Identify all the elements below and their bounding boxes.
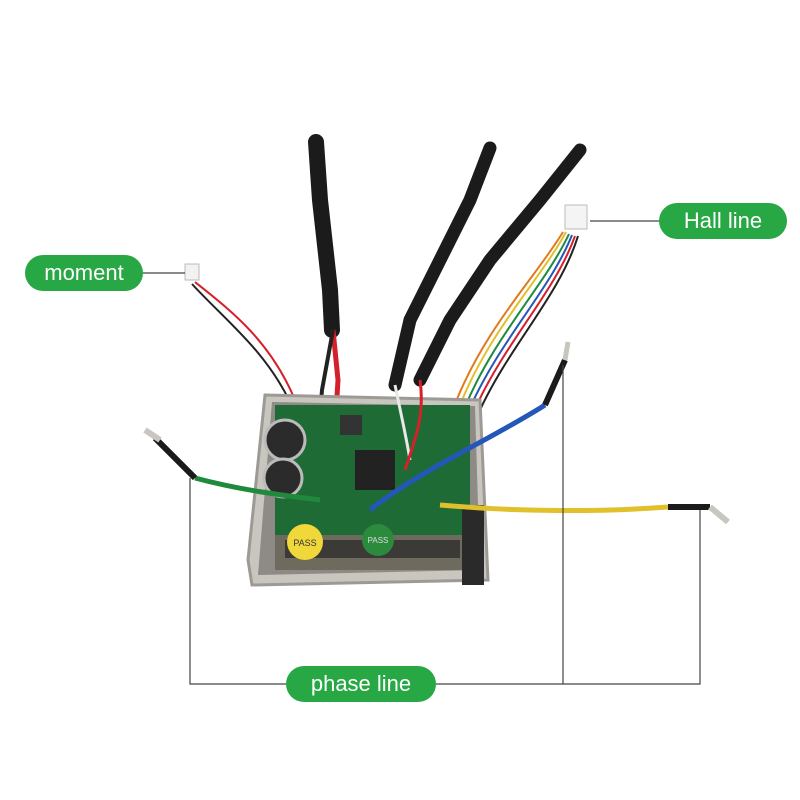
hall-wire-orange xyxy=(454,231,564,405)
moment-label: moment xyxy=(25,255,143,291)
hall-wire-red xyxy=(474,235,576,410)
internal-wires-red xyxy=(403,379,423,471)
ic-chip xyxy=(355,450,395,490)
moment-wire-red xyxy=(194,281,296,401)
phase-terminal-left xyxy=(143,427,162,443)
hall-wire-yellow xyxy=(459,231,567,406)
housing-side-bracket xyxy=(462,505,484,585)
internal-wires xyxy=(393,384,412,461)
moment-connector xyxy=(184,263,200,281)
phase-line-label: phase line xyxy=(286,666,436,702)
phase-wire-blue xyxy=(368,402,547,512)
hall-wire-black xyxy=(479,235,579,411)
green-sticker-text: PASS xyxy=(368,536,389,545)
black-cable-middle xyxy=(388,141,497,392)
phase-wire-yellow xyxy=(439,502,669,514)
small-chip xyxy=(340,415,362,435)
capacitor-top xyxy=(263,418,307,462)
hall-wire-blue xyxy=(469,234,573,409)
hall-connector xyxy=(564,204,588,230)
phase-leader-right xyxy=(436,510,701,685)
phase-wire-blue-black xyxy=(542,358,568,407)
hall-wire-green xyxy=(464,233,570,408)
phase-terminal-right xyxy=(708,504,730,525)
yellow-sticker xyxy=(287,524,323,560)
phase-wire-green-black xyxy=(152,435,198,481)
black-cable-right xyxy=(413,143,587,387)
moment-wire-black xyxy=(191,283,291,403)
black-cable-left xyxy=(308,134,340,338)
yellow-sticker-text: PASS xyxy=(293,538,316,548)
phase-terminal-top xyxy=(562,341,571,361)
hall-line-label: Hall line xyxy=(659,203,787,239)
phase-leader-left xyxy=(189,478,286,685)
green-sticker xyxy=(362,524,394,556)
phase-wire-green xyxy=(194,475,321,503)
